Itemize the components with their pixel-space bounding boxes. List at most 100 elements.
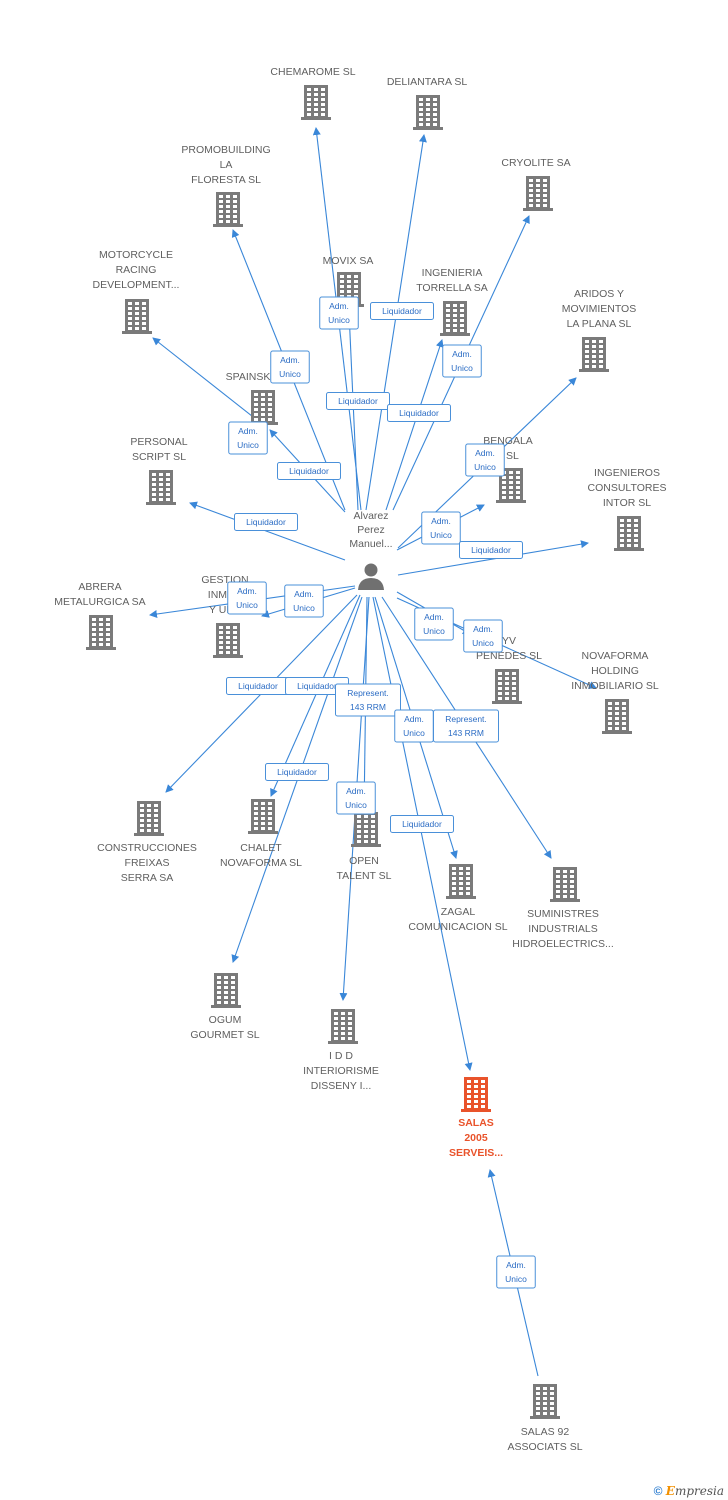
company-node-cryolite[interactable]: CRYOLITE SA	[501, 157, 571, 211]
edge-label-23[interactable]: Adm.Unico	[336, 781, 376, 815]
edge-label-line: Liquidador	[246, 517, 286, 527]
edge-label-7[interactable]: Adm.Unico	[442, 344, 482, 378]
edge-label-22[interactable]: Liquidador	[265, 763, 329, 781]
edge-label-4[interactable]: Liquidador	[326, 392, 390, 410]
edge-label-text: Liquidador	[402, 819, 442, 829]
edge-label-text: Liquidador	[238, 681, 278, 691]
company-label-line: FLORESTA SL	[191, 174, 261, 186]
edge-label-1[interactable]: Adm.Unico	[319, 296, 359, 330]
company-label-line: INGENIERIA	[422, 267, 483, 279]
edge-label-5[interactable]: Adm.Unico	[228, 421, 268, 455]
edge-label-line: Liquidador	[471, 545, 511, 555]
company-node-chemarome[interactable]: CHEMAROME SL	[270, 66, 356, 120]
edge-label-line: Adm.	[424, 612, 444, 622]
building-icon	[213, 623, 243, 658]
edge-label-text: Represent.143 RRM	[445, 714, 487, 738]
edge-line-6	[345, 311, 359, 511]
edge-label-text: Adm.Unico	[345, 786, 367, 810]
copyright-symbol: ©	[653, 1484, 663, 1498]
company-label-line: TALENT SL	[336, 870, 391, 882]
company-label-line: DISSENY I...	[311, 1080, 372, 1092]
edge-label-6[interactable]: Liquidador	[277, 462, 341, 480]
building-icon	[579, 337, 609, 372]
edge-label-24[interactable]: Liquidador	[390, 815, 454, 833]
edge-label-line: Represent.	[445, 714, 487, 724]
edge-label-25[interactable]: Adm.Unico	[496, 1255, 536, 1289]
company-label-line: NOVAFORMA SL	[220, 857, 302, 869]
edge-label-8[interactable]: Liquidador	[387, 404, 451, 422]
edge-label-16[interactable]: Adm.Unico	[463, 619, 503, 653]
edge-label-11[interactable]: Adm.Unico	[421, 511, 461, 545]
edge-line-18	[270, 594, 361, 797]
edge-label-text: Liquidador	[246, 517, 286, 527]
edge-label-10[interactable]: Adm.Unico	[465, 443, 505, 477]
edge-label-13[interactable]: Adm.Unico	[227, 581, 267, 615]
edge-label-line: Represent.	[347, 688, 389, 698]
company-node-spainsk[interactable]: SPAINSK	[226, 371, 278, 425]
company-label-line: SPAINSK	[226, 371, 271, 383]
empresia-logo-text: mpresia	[674, 1484, 724, 1498]
edge-label-21[interactable]: Represent.143 RRM	[433, 709, 499, 743]
edge-label-20[interactable]: Adm.Unico	[394, 709, 434, 743]
edge-label-text: Adm.Unico	[505, 1260, 527, 1284]
edge-label-text: Adm.Unico	[293, 589, 315, 613]
building-icon	[211, 973, 241, 1008]
person-name-line: Alvarez	[353, 510, 388, 522]
building-icon	[86, 615, 116, 650]
edge-label-12[interactable]: Liquidador	[459, 541, 523, 559]
company-label-line: OGUM	[209, 1014, 242, 1026]
building-icon	[496, 468, 526, 503]
edge-label-line: Adm.	[452, 349, 472, 359]
edge-line-10	[189, 501, 346, 561]
empresia-logo[interactable]: Empresia	[666, 1484, 724, 1498]
edge-line-24	[372, 596, 473, 1071]
edge-label-line: Unico	[328, 315, 350, 325]
edge-label-2[interactable]: Liquidador	[370, 302, 434, 320]
edge-label-9[interactable]: Liquidador	[234, 513, 298, 531]
building-icon	[602, 699, 632, 734]
edge-label-14[interactable]: Adm.Unico	[284, 584, 324, 618]
building-icon	[301, 85, 331, 120]
empresia-logo-initial: E	[665, 1484, 675, 1498]
edge-label-15[interactable]: Adm.Unico	[414, 607, 454, 641]
company-label-line: MOVIMIENTOS	[562, 303, 636, 315]
company-label-line: DEVELOPMENT...	[93, 279, 180, 291]
building-icon	[134, 801, 164, 836]
company-label-line: SERRA SA	[121, 872, 174, 884]
edge-label-line: Adm.	[294, 589, 314, 599]
edge-label-19[interactable]: Represent.143 RRM	[335, 683, 401, 717]
company-label-line: FREIXAS	[125, 857, 170, 869]
edge-label-3[interactable]: Adm.Unico	[270, 350, 310, 384]
company-label-line: SALAS	[458, 1117, 494, 1129]
edge-label-17[interactable]: Liquidador	[226, 677, 290, 695]
edge-label-text: Liquidador	[297, 681, 337, 691]
company-label-line: 2005	[464, 1132, 488, 1144]
building-icon	[146, 470, 176, 505]
company-label-line: YV	[502, 635, 516, 647]
company-label-line: LA	[220, 159, 233, 171]
company-node-deliantara[interactable]: DELIANTARA SL	[387, 76, 467, 130]
building-icon	[550, 867, 580, 902]
